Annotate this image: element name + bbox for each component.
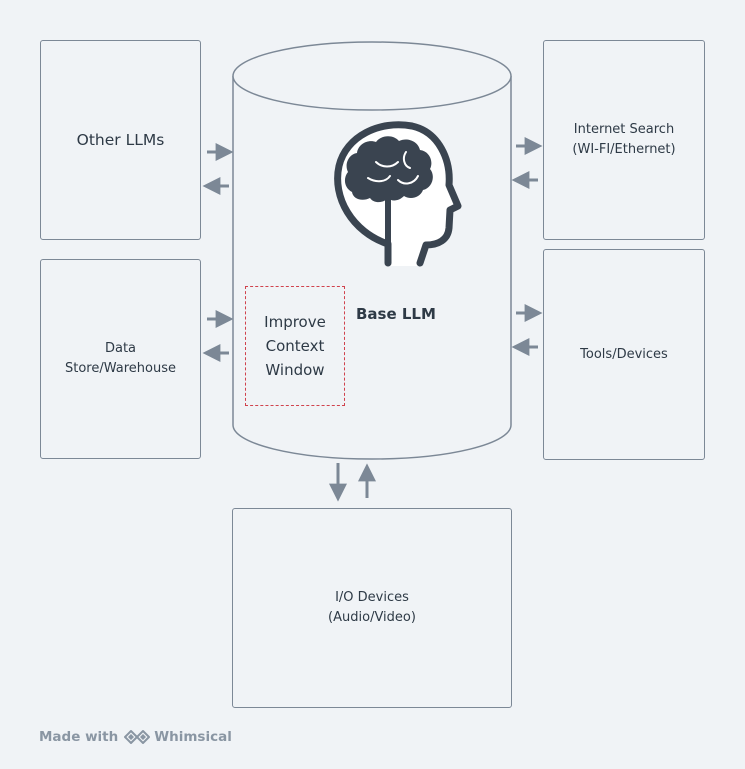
node-tools-devices-label: Tools/Devices [580,346,668,362]
node-base-llm-label: Base LLM [356,305,436,323]
made-with-text: Made with [39,729,119,745]
node-internet-search-label: Internet Search (WI-FI/Ethernet) [572,122,676,157]
context-window-box: Improve Context Window [245,286,345,406]
whimsical-brand[interactable]: Whimsical [124,729,232,745]
whimsical-logo-icon [124,730,151,744]
made-with-footer[interactable]: Made with Whimsical [39,729,232,745]
head-with-brain-icon [334,121,462,267]
node-internet-search: Internet Search (WI-FI/Ethernet) [543,40,705,240]
node-other-llms-label: Other LLMs [76,131,165,149]
node-data-store: Data Store/Warehouse [40,259,201,459]
node-other-llms: Other LLMs [40,40,201,240]
whimsical-brand-text: Whimsical [154,729,232,745]
node-tools-devices: Tools/Devices [543,249,705,460]
node-data-store-label: Data Store/Warehouse [65,341,176,376]
node-io-devices-label: I/O Devices (Audio/Video) [328,590,416,625]
node-io-devices: I/O Devices (Audio/Video) [232,508,512,708]
context-window-label: Improve Context Window [264,313,326,379]
